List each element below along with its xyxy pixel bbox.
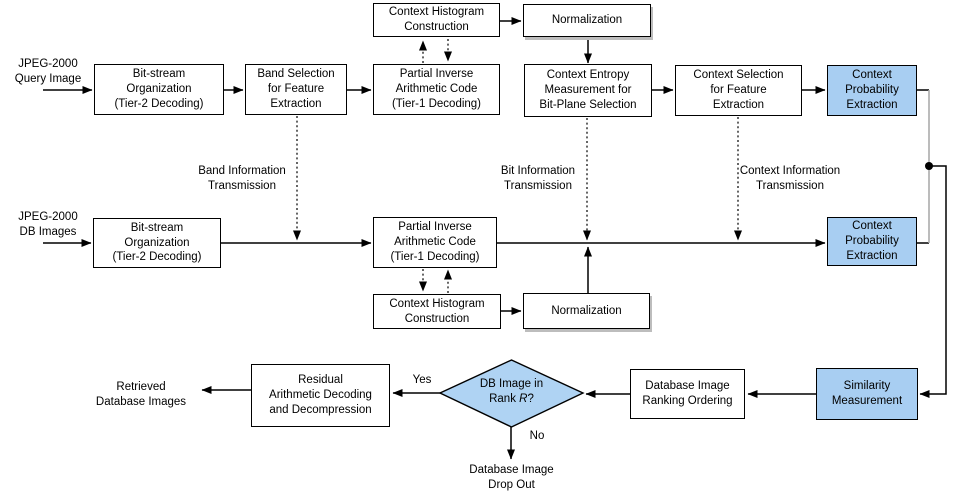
- node-normalization-query: Normalization: [523, 4, 651, 37]
- label-drop-out: Database Image Drop Out: [469, 464, 554, 491]
- node-bitstream-organization-db: Bit-stream Organization (Tier-2 Decoding…: [93, 218, 221, 268]
- label-db-input: JPEG-2000 DB Images: [18, 211, 78, 238]
- node-partial-inverse-db: Partial Inverse Arithmetic Code (Tier-1 …: [373, 217, 497, 268]
- edge-label-band-information: Band Information Transmission: [198, 165, 286, 192]
- label-no: No: [529, 430, 545, 442]
- label-yes: Yes: [412, 374, 432, 386]
- edge-label-context-information: Context Information Transmission: [739, 165, 841, 192]
- node-normalization-db: Normalization: [523, 293, 650, 329]
- node-band-selection: Band Selection for Feature Extraction: [245, 64, 347, 115]
- decision-diamond: [438, 359, 585, 428]
- solid-arrows: [43, 17, 947, 460]
- node-context-selection: Context Selection for Feature Extraction: [675, 65, 802, 116]
- node-context-probability-query: Context Probability Extraction: [827, 65, 917, 116]
- node-residual-arithmetic-decoding: Residual Arithmetic Decoding and Decompr…: [251, 364, 390, 427]
- node-database-image-ranking: Database Image Ranking Ordering: [630, 369, 745, 419]
- node-context-histogram-query: Context Histogram Construction: [373, 3, 500, 37]
- decision-label: DB Image in Rank R?: [479, 378, 544, 405]
- node-context-probability-db: Context Probability Extraction: [827, 217, 917, 266]
- node-context-entropy-measurement: Context Entropy Measurement for Bit-Plan…: [524, 64, 652, 117]
- node-similarity-measurement: Similarity Measurement: [816, 368, 918, 420]
- rank-variable: R: [519, 392, 528, 405]
- label-retrieved-images: Retrieved Database Images: [95, 381, 187, 408]
- edge-label-bit-information: Bit Information Transmission: [500, 165, 576, 192]
- node-bitstream-organization-query: Bit-stream Organization (Tier-2 Decoding…: [94, 64, 224, 115]
- node-context-histogram-db: Context Histogram Construction: [373, 294, 501, 329]
- label-query-input: JPEG-2000 Query Image: [14, 58, 82, 85]
- junction-dot: [925, 162, 933, 170]
- dashed-arrows: [293, 39, 742, 293]
- node-partial-inverse-query: Partial Inverse Arithmetic Code (Tier-1 …: [373, 64, 500, 115]
